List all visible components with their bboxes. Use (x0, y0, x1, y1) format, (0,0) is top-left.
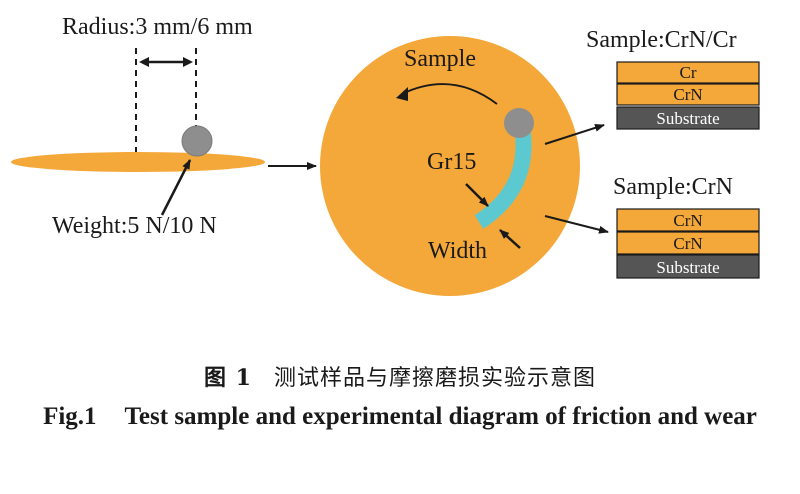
stack-crn-substrate-label: Substrate (656, 258, 719, 277)
rotation-arrow-head (396, 87, 408, 101)
stack-crn-substrate (616, 254, 760, 279)
caption-english-number: Fig.1 (43, 403, 97, 430)
stack-crn-cr-title: Sample:CrN/Cr (586, 27, 737, 53)
sample-disk-top (320, 36, 580, 296)
weight-label: Weight:5 N/10 N (52, 213, 217, 239)
wear-track (474, 124, 532, 229)
ball-top (504, 108, 534, 138)
caption-english: Fig.1 Test sample and experimental diagra… (40, 396, 760, 438)
arrow-to-top-stack (544, 123, 605, 145)
caption-chinese-number: 图 1 (204, 365, 252, 391)
stack-crn-cr-layer-2 (616, 83, 760, 106)
arrow-to-bottom-stack (544, 215, 609, 234)
caption-chinese-text: 测试样品与摩擦磨损实验示意图 (273, 366, 596, 391)
sample-label: Sample (404, 46, 476, 72)
stack-crn-layer-2 (616, 231, 760, 255)
stack-crn-title: Sample:CrN (613, 174, 733, 200)
top-view: Sample Gr15 Width (320, 36, 580, 296)
stack-crn-layer-2-label: CrN (673, 234, 702, 253)
stack-crn-cr: Sample:CrN/Cr Cr CrN Substrate (586, 27, 760, 130)
stack-crn-layer-1-label: CrN (673, 211, 702, 230)
stack-crn: Sample:CrN CrN CrN Substrate (613, 174, 760, 279)
stack-crn-cr-layer-1-label: Cr (680, 63, 697, 82)
width-arrow-upper (465, 183, 489, 207)
stack-crn-cr-layer-2-label: CrN (673, 85, 702, 104)
stack-crn-cr-layer-1 (616, 61, 760, 84)
side-view: Radius:3 mm/6 mm Weight:5 N/10 N (11, 14, 265, 239)
caption-chinese: 图 1 测试样品与摩擦磨损实验示意图 (0, 360, 800, 392)
stack-crn-cr-substrate (616, 106, 760, 130)
stack-crn-cr-substrate-label: Substrate (656, 109, 719, 128)
radius-arrow-right-head (183, 57, 193, 67)
sample-disk-side (11, 152, 265, 172)
ball-label: Gr15 (427, 149, 476, 175)
weight-pointer-arrow (160, 159, 192, 216)
stack-crn-layer-1 (616, 208, 760, 232)
width-label: Width (428, 238, 487, 264)
radius-arrow-left-head (139, 57, 149, 67)
width-arrow-lower (499, 229, 521, 249)
ball-side (181, 125, 213, 157)
rotation-arrow (401, 83, 498, 105)
caption-english-text: Test sample and experimental diagram of … (124, 403, 757, 430)
radius-label: Radius:3 mm/6 mm (62, 14, 253, 40)
